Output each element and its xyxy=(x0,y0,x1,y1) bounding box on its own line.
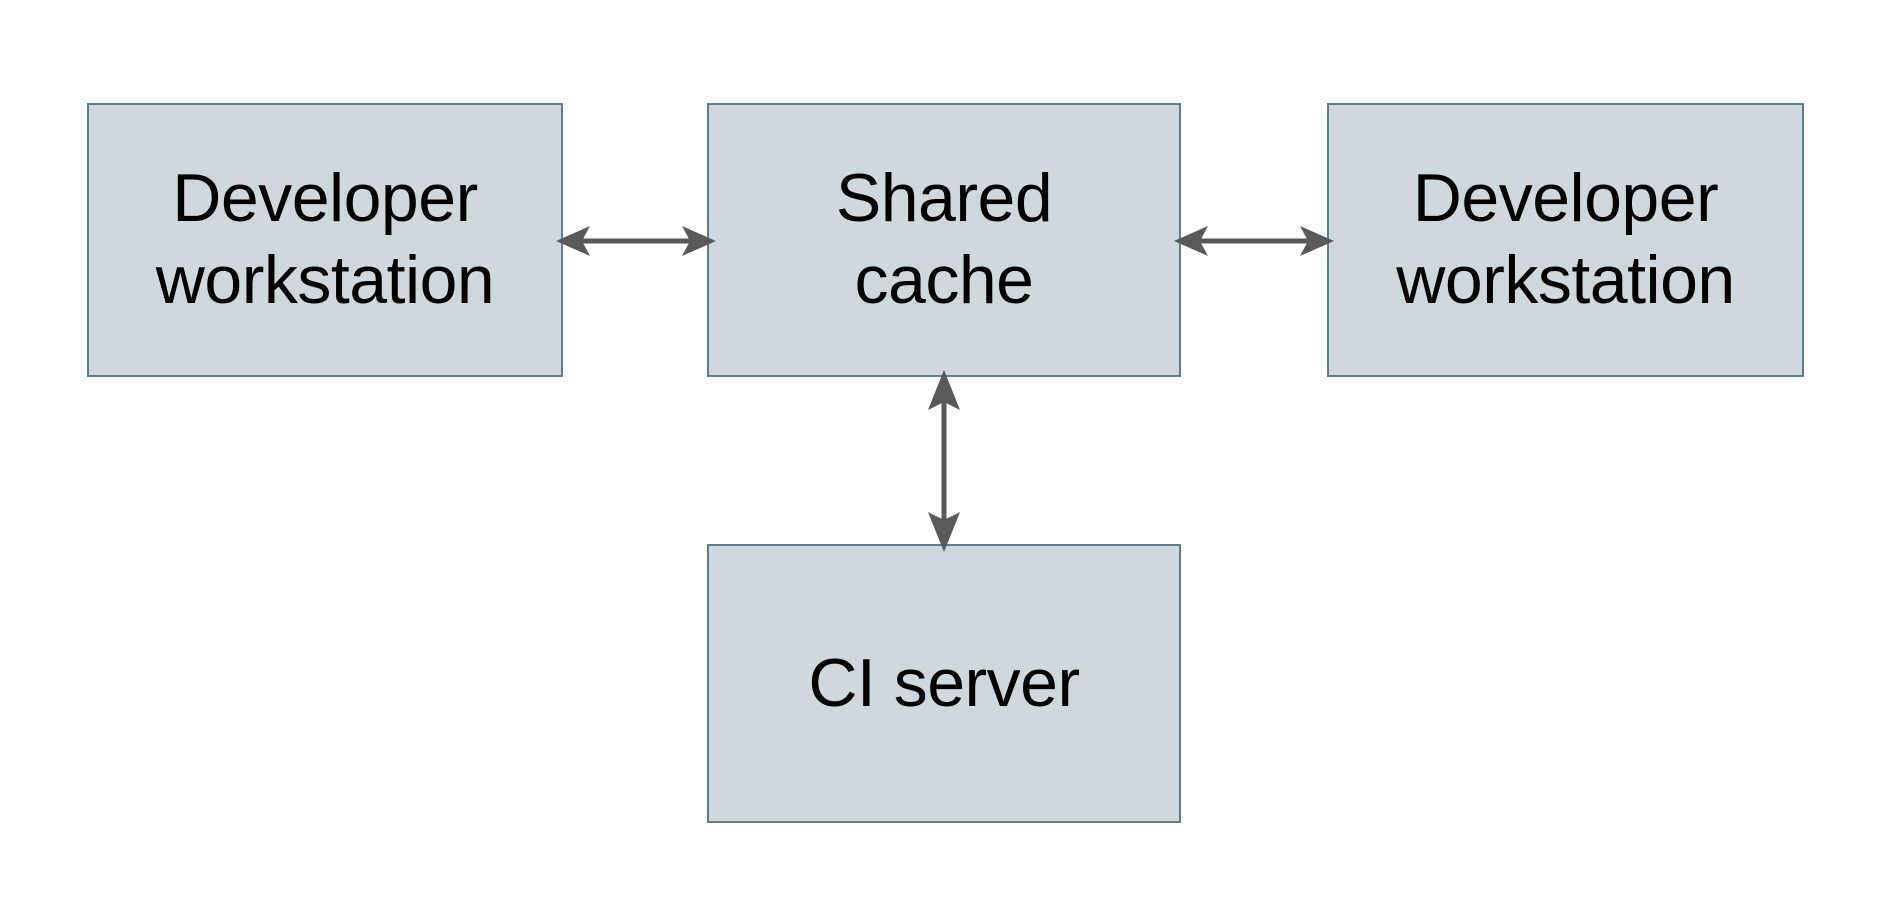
double-arrow-horizontal-icon xyxy=(556,226,716,256)
connector-shared-cache-to-dev-right[interactable] xyxy=(1174,210,1334,272)
connector-shared-cache-to-ci-server[interactable] xyxy=(913,370,975,552)
node-label-shared-cache: Shared cache xyxy=(835,160,1053,318)
node-developer-workstation-left[interactable]: Developer workstation xyxy=(87,103,563,377)
node-developer-workstation-right[interactable]: Developer workstation xyxy=(1327,103,1804,377)
node-label-developer-workstation-right: Developer workstation xyxy=(1396,160,1735,318)
connector-dev-left-to-shared-cache[interactable] xyxy=(556,210,716,272)
double-arrow-horizontal-icon xyxy=(1174,226,1334,256)
node-shared-cache[interactable]: Shared cache xyxy=(707,103,1181,377)
node-ci-server[interactable]: CI server xyxy=(707,544,1181,823)
node-label-ci-server: CI server xyxy=(808,644,1080,721)
double-arrow-vertical-icon xyxy=(928,370,960,552)
node-label-developer-workstation-left: Developer workstation xyxy=(155,160,495,318)
